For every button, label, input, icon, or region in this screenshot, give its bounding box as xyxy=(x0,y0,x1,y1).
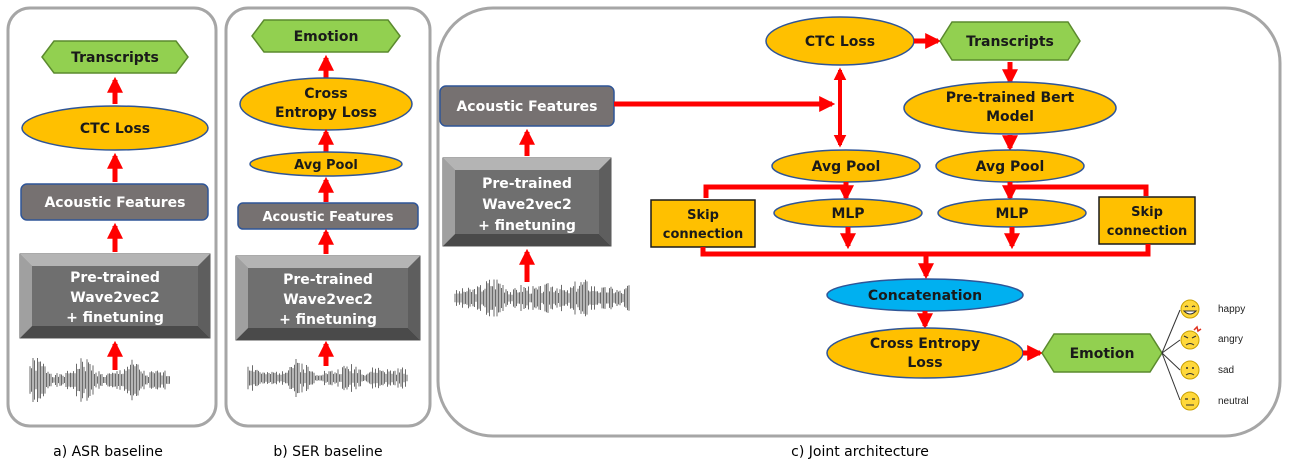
bert-line1: Pre-trained Bert xyxy=(946,90,1075,106)
concatenation-label: Concatenation xyxy=(868,288,982,304)
neutral-emoji-icon xyxy=(1180,391,1200,411)
skip-line2-right: connection xyxy=(1107,224,1188,239)
skip-line1-right: Skip xyxy=(1131,205,1163,220)
avg-pool-label-left: Avg Pool xyxy=(812,159,881,175)
pretrained-line1-a: Pre-trained xyxy=(70,270,160,286)
pretrained-block-c xyxy=(442,157,612,247)
transcripts-hexagon-c xyxy=(939,21,1081,61)
acoustic-features-label-a: Acoustic Features xyxy=(44,195,185,211)
panel-b-border xyxy=(224,6,432,428)
emotion-label-happy: happy xyxy=(1218,304,1245,315)
pretrained-line3-a: + finetuning xyxy=(66,310,164,326)
emotion-label-angry: angry xyxy=(1218,334,1243,345)
sad-emoji-icon xyxy=(1180,360,1200,380)
bert-ellipse xyxy=(903,81,1117,135)
emotion-label-b: Emotion xyxy=(294,29,359,45)
acoustic-features-label-c: Acoustic Features xyxy=(456,99,597,115)
emotion-hexagon-b xyxy=(251,19,401,53)
pretrained-block-b xyxy=(235,255,421,341)
ctc-loss-label-c: CTC Loss xyxy=(805,34,875,50)
emotion-fanout xyxy=(1161,309,1181,401)
pretrained-line2-b: Wave2vec2 xyxy=(283,292,372,308)
emotion-label-c: Emotion xyxy=(1070,346,1135,362)
mlp-label-right: MLP xyxy=(995,206,1028,222)
transcripts-label-c: Transcripts xyxy=(966,34,1054,50)
waveform-b xyxy=(247,359,408,397)
pretrained-line1-c: Pre-trained xyxy=(482,176,572,192)
caption-a: a) ASR baseline xyxy=(53,444,163,460)
waveform-a xyxy=(29,358,170,402)
pretrained-block-a xyxy=(19,253,211,339)
pretrained-line1-b: Pre-trained xyxy=(283,272,373,288)
pretrained-line2-a: Wave2vec2 xyxy=(70,290,159,306)
emotion-label-sad: sad xyxy=(1218,365,1234,376)
happy-emoji-icon xyxy=(1180,299,1200,319)
panel-a-border xyxy=(6,6,218,428)
acoustic-features-label-b: Acoustic Features xyxy=(263,210,394,225)
skip-connection-box-left xyxy=(650,199,756,248)
pretrained-line3-c: + finetuning xyxy=(478,218,576,234)
panel-c-border xyxy=(436,6,1282,438)
panel-c: Acoustic Features Pre-trained Wave2vec2 … xyxy=(439,16,1249,411)
waveform-c xyxy=(454,279,630,317)
avg-pool-label-b: Avg Pool xyxy=(294,158,358,173)
panel-a: Transcripts CTC Loss Acoustic Features P… xyxy=(19,40,211,402)
caption-b: b) SER baseline xyxy=(273,444,382,460)
skip-line1-left: Skip xyxy=(687,208,719,223)
mlp-label-left: MLP xyxy=(831,206,864,222)
skip-line2-left: connection xyxy=(663,227,744,242)
ctc-loss-ellipse-a xyxy=(21,105,209,151)
transcripts-label-a: Transcripts xyxy=(71,50,159,66)
pretrained-line3-b: + finetuning xyxy=(279,312,377,328)
emotion-label-neutral: neutral xyxy=(1218,396,1249,407)
skip-connection-box-right xyxy=(1098,196,1196,245)
bert-line2: Model xyxy=(986,109,1034,125)
transcripts-hexagon-a xyxy=(41,40,189,74)
avg-pool-label-right: Avg Pool xyxy=(976,159,1045,175)
ctc-loss-label-a: CTC Loss xyxy=(80,121,150,137)
panel-b: Emotion Cross Entropy Loss Avg Pool Acou… xyxy=(235,19,421,397)
acoustic-features-box-a xyxy=(20,183,209,221)
caption-c: c) Joint architecture xyxy=(791,444,929,460)
loss-line1-b: Cross xyxy=(304,86,347,102)
loss-line2-c: Loss xyxy=(907,355,942,371)
loss-line1-c: Cross Entropy xyxy=(870,336,980,352)
avg-pool-ellipse-b xyxy=(249,151,403,177)
angry-emoji-icon xyxy=(1180,325,1202,350)
loss-line2-b: Entropy Loss xyxy=(275,105,377,121)
pretrained-line2-c: Wave2vec2 xyxy=(482,197,571,213)
